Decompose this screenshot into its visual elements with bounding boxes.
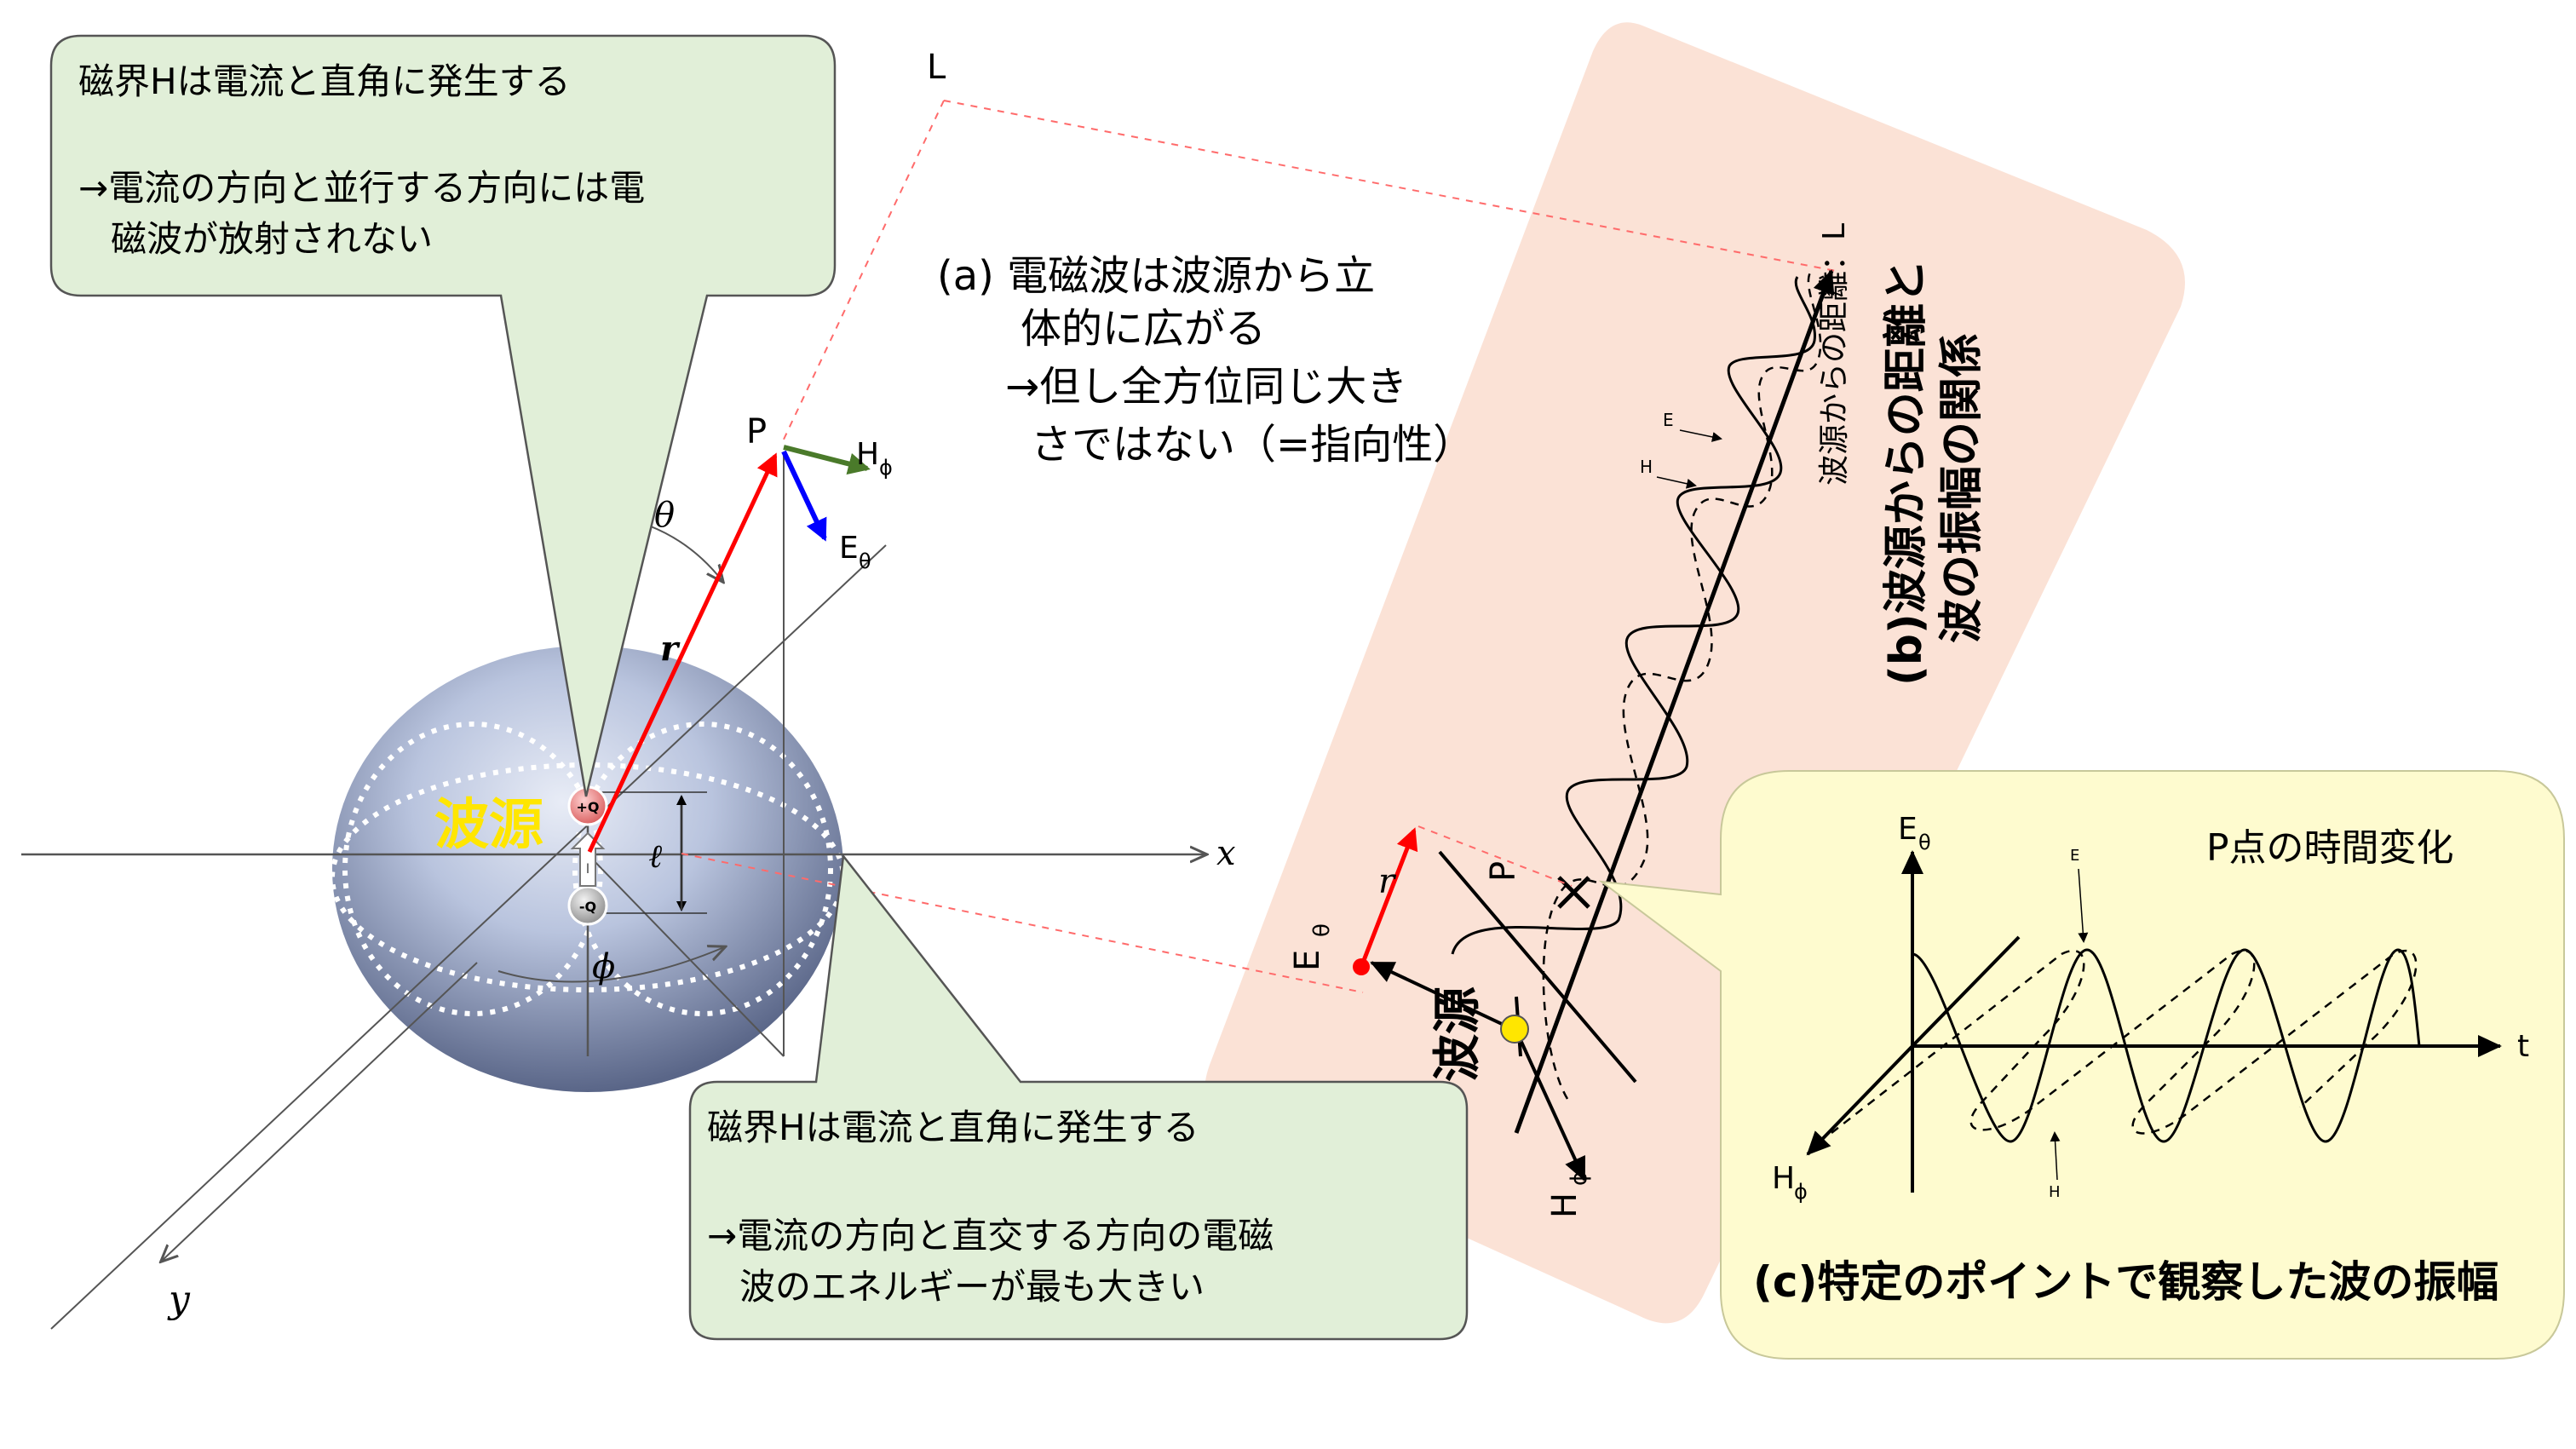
field-vectors: r P H ϕ E θ [587, 412, 893, 854]
text-a: (a) 電磁波は波源から立 体的に広がる →但し全方位同じ大き さではない（=指… [937, 252, 1474, 469]
text-a-line4: さではない（=指向性） [1031, 421, 1474, 469]
e-vector [781, 450, 827, 542]
panel-b-axis-label: 波源からの距離：L [1817, 223, 1852, 486]
h-phi-subscript: ϕ [879, 456, 893, 480]
callout-bottom-line1: 磁界Hは電流と直角に発生する [707, 1107, 1199, 1148]
dipole: ℓ +Q -Q I [567, 785, 707, 926]
panel-b-red-dot [1353, 958, 1370, 975]
e-direction-line [1370, 961, 1517, 1032]
callout-top: 磁界Hは電流と直角に発生する →電流の方向と並行する方向には電 磁波が放射されな… [49, 34, 837, 797]
text-a-line1: (a) 電磁波は波源から立 [937, 252, 1375, 300]
axes-3d: x z y [21, 240, 1236, 1330]
panel-b-r-vector [1360, 827, 1418, 963]
panel-c-small-h-label: H [2049, 1183, 2061, 1201]
h-vector [783, 445, 871, 475]
callout-top-line3: 磁波が放射されない [111, 218, 433, 260]
panel-c-caption: (c)特定のポイントで観察した波の振幅 [1753, 1257, 2498, 1307]
source-label: 波源 [434, 794, 543, 857]
text-a-line3: →但し全方位同じ大き [1005, 363, 1407, 411]
panel-b-small-e-label: E [1663, 410, 1674, 430]
panel-b-source-label: 波源 [1430, 986, 1486, 1082]
panel-c-heading: P点の時間変化 [2206, 826, 2454, 870]
panel-c: P点の時間変化 (c)特定のポイントで観察した波の振幅 E θ t H ϕ E … [1598, 770, 2565, 1360]
panel-c-h-subscript: ϕ [1794, 1180, 1808, 1204]
e-theta-subscript: θ [859, 549, 871, 573]
panel-b-source-dot [1500, 1015, 1529, 1044]
current-label: I [586, 860, 590, 877]
panel-c-small-e-label: E [2070, 847, 2079, 865]
panel-c-h-axis [1806, 1044, 1914, 1156]
callout-top-shape [49, 34, 837, 797]
p-projection-diagonal [587, 854, 785, 1057]
panel-c-t-label: t [2517, 1029, 2529, 1064]
panel-b-small-e-pointer [1679, 429, 1722, 442]
panel-b-p-label: P [1484, 861, 1523, 882]
p-marker-b [1557, 876, 1590, 909]
panel-b-title-line1: (b)波源からの距離と [1881, 259, 1932, 686]
x-axis-label: x [1216, 834, 1236, 873]
panel-b-e-label: E [1288, 950, 1327, 971]
panel-c-small-e-pointer [2078, 868, 2089, 943]
plus-charge-label: +Q [576, 799, 599, 815]
h-phi-label: H [856, 437, 879, 472]
panel-c-h-axis-back [1911, 935, 2021, 1048]
callout-bottom-line2: →電流の方向と直交する方向の電磁 [707, 1215, 1274, 1256]
text-a-line2: 体的に広がる [1021, 305, 1266, 353]
panel-c-shape [1598, 770, 2565, 1360]
current-arrow-icon [570, 831, 606, 887]
r-label: r [660, 629, 681, 669]
torus-section-left [342, 722, 603, 1016]
l-label: L [927, 48, 946, 87]
panel-c-e-subscript: θ [1918, 831, 1931, 854]
callout-top-line1: 磁界Hは電流と直角に発生する [78, 60, 571, 102]
e-theta-label: E [839, 531, 859, 566]
y-axis-front [162, 962, 478, 1261]
panel-b-contents: r (b)波源からの距離と 波の振幅の関係 波源からの距離：L 波源 P E θ… [1288, 223, 1987, 1218]
l-connector-to-b [943, 100, 1837, 272]
callout-top-line2: →電流の方向と並行する方向には電 [78, 167, 645, 209]
phi-label: ϕ [592, 947, 615, 986]
panel-c-e-label: E [1898, 812, 1918, 847]
distance-axis [1514, 269, 1835, 1134]
h-wave-dashed [1542, 272, 1822, 1100]
panel-c-e-wave [1912, 948, 2421, 1143]
panel-c-h-wave [1831, 949, 2418, 1135]
h-direction-line [1515, 1030, 1586, 1182]
panel-b-r-connector [1417, 825, 1573, 887]
callout-bottom-line3: 波のエネルギーが最も大きい [739, 1266, 1205, 1308]
e-wave-solid [1451, 276, 1816, 955]
ell-label: ℓ [649, 837, 663, 875]
callout-bottom: 磁界Hは電流と直角に発生する →電流の方向と直交する方向の電磁 波のエネルギーが… [688, 853, 1469, 1341]
minus-charge-label: -Q [579, 899, 596, 915]
p-label: P [746, 412, 767, 451]
callout-bottom-shape [688, 853, 1469, 1341]
phi-arc [497, 947, 724, 983]
panel-c-h-label: H [1772, 1161, 1795, 1196]
y-axis-label: y [167, 1278, 191, 1321]
panel-b-h-label: H [1545, 1193, 1584, 1218]
y-axis-line [50, 544, 887, 1330]
panel-b-small-h-label: H [1640, 457, 1653, 477]
panel-b-h-subscript: ϕ [1567, 1171, 1592, 1186]
l-connector-to-p [781, 100, 945, 444]
panel-b-title-line2: 波の振幅の関係 [1936, 333, 1987, 643]
torus-section-right [572, 722, 833, 1016]
panel-c-small-h-pointer [2050, 1131, 2061, 1181]
panel-b-small-h-pointer [1656, 476, 1697, 489]
e-cross-line [1438, 850, 1637, 1084]
panel-b-r-label: r [1378, 862, 1397, 901]
r-vector [587, 452, 778, 854]
panel-b-e-subscript: θ [1309, 923, 1335, 937]
